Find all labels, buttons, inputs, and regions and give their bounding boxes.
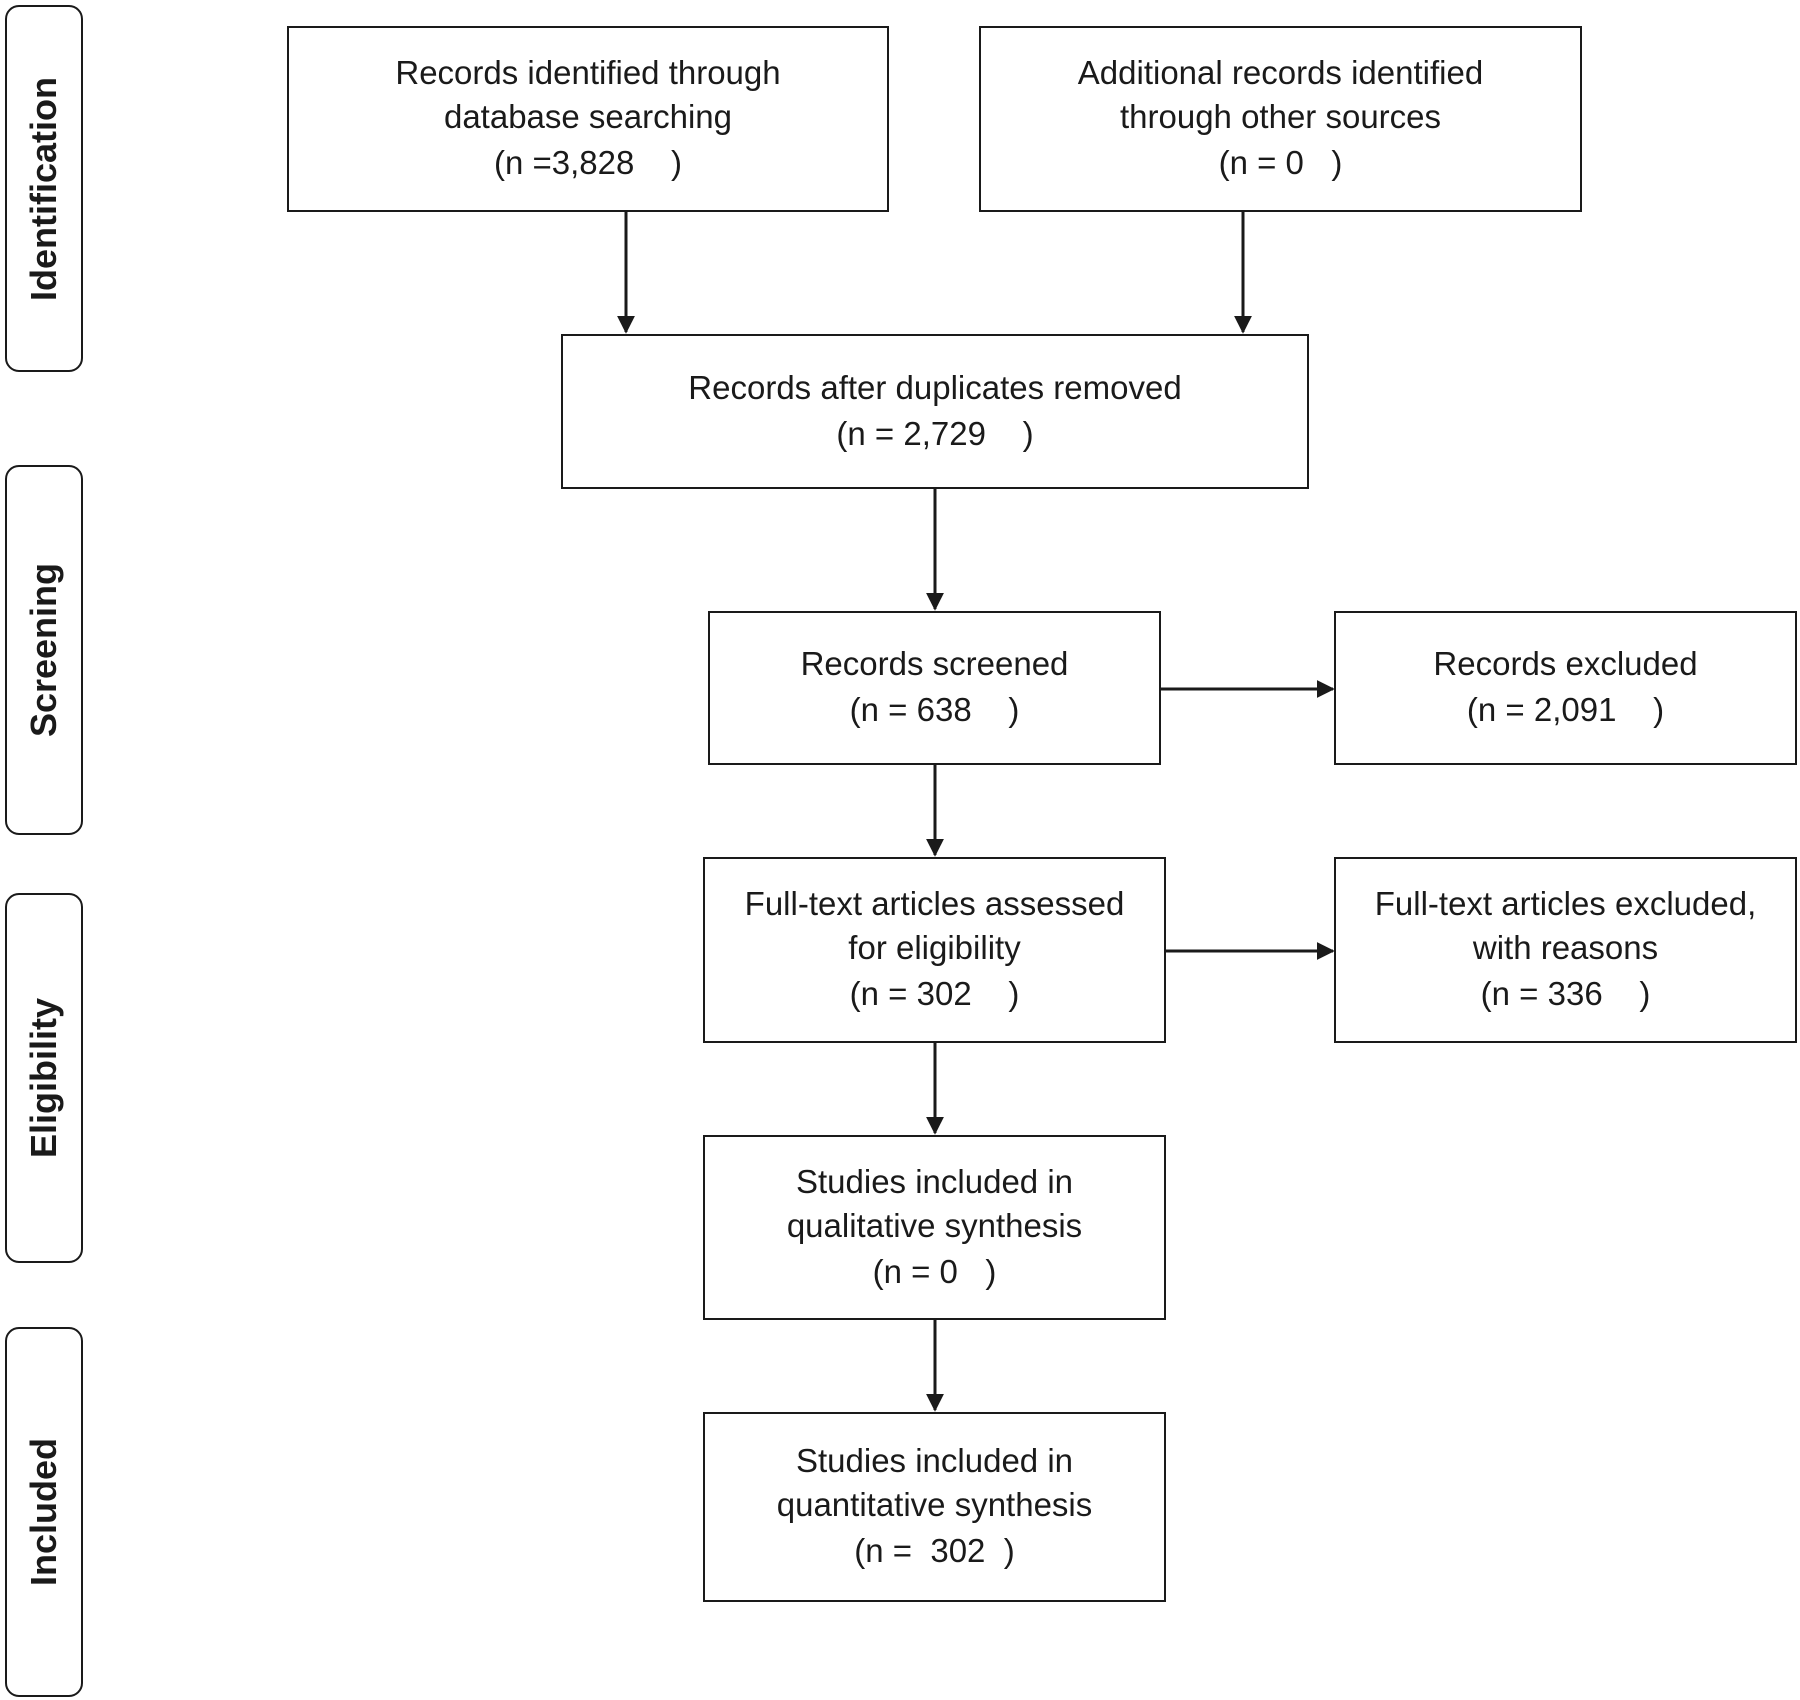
box-count: (n = 0 ) bbox=[1218, 144, 1343, 181]
box-fulltext-assessed: Full-text articles assessed for eligibil… bbox=[703, 857, 1166, 1043]
box-label: qualitative synthesis bbox=[786, 1206, 1083, 1244]
box-other-sources: Additional records identified through ot… bbox=[979, 26, 1582, 212]
box-records-excluded: Records excluded (n = 2,091 ) bbox=[1334, 611, 1797, 765]
box-label: with reasons bbox=[1472, 929, 1659, 966]
box-count: (n = 638 ) bbox=[849, 691, 1020, 728]
box-count: (n = 336 ) bbox=[1480, 975, 1651, 1012]
box-label: for eligibility bbox=[848, 929, 1021, 966]
box-label: through other sources bbox=[1119, 98, 1442, 135]
box-label: Studies included in bbox=[795, 1442, 1074, 1479]
box-label: Records excluded bbox=[1433, 645, 1698, 682]
box-label: database searching bbox=[443, 98, 733, 135]
box-count: (n =3,828 ) bbox=[493, 144, 683, 181]
box-label: Full-text articles assessed bbox=[744, 885, 1125, 922]
box-count: (n = 302 ) bbox=[849, 975, 1020, 1012]
box-fulltext-excluded: Full-text articles excluded, with reason… bbox=[1334, 857, 1797, 1043]
stage-screening: Screening bbox=[5, 465, 83, 835]
box-label: Records after duplicates removed bbox=[688, 368, 1182, 406]
box-database-searching: Records identified through database sear… bbox=[287, 26, 889, 212]
box-qualitative-synthesis: Studies included in qualitative synthesi… bbox=[703, 1135, 1166, 1320]
stage-identification: Identification bbox=[5, 5, 83, 372]
box-label: Records screened bbox=[800, 645, 1069, 682]
box-count: (n = 2,729 ) bbox=[836, 414, 1034, 452]
box-label: Studies included in bbox=[795, 1162, 1074, 1200]
box-count: (n = 0 ) bbox=[872, 1252, 997, 1290]
box-after-duplicates: Records after duplicates removed (n = 2,… bbox=[561, 334, 1309, 489]
box-label: Additional records identified bbox=[1077, 54, 1484, 91]
box-label: Records identified through bbox=[395, 54, 781, 91]
stage-included: Included bbox=[5, 1327, 83, 1697]
box-quantitative-synthesis: Studies included in quantitative synthes… bbox=[703, 1412, 1166, 1602]
box-count: (n = 2,091 ) bbox=[1466, 691, 1665, 728]
box-label: Full-text articles excluded, bbox=[1374, 885, 1757, 922]
box-records-screened: Records screened (n = 638 ) bbox=[708, 611, 1161, 765]
box-label: quantitative synthesis bbox=[776, 1486, 1093, 1523]
stage-eligibility: Eligibility bbox=[5, 893, 83, 1263]
box-count: (n = 302 ) bbox=[854, 1532, 1015, 1569]
